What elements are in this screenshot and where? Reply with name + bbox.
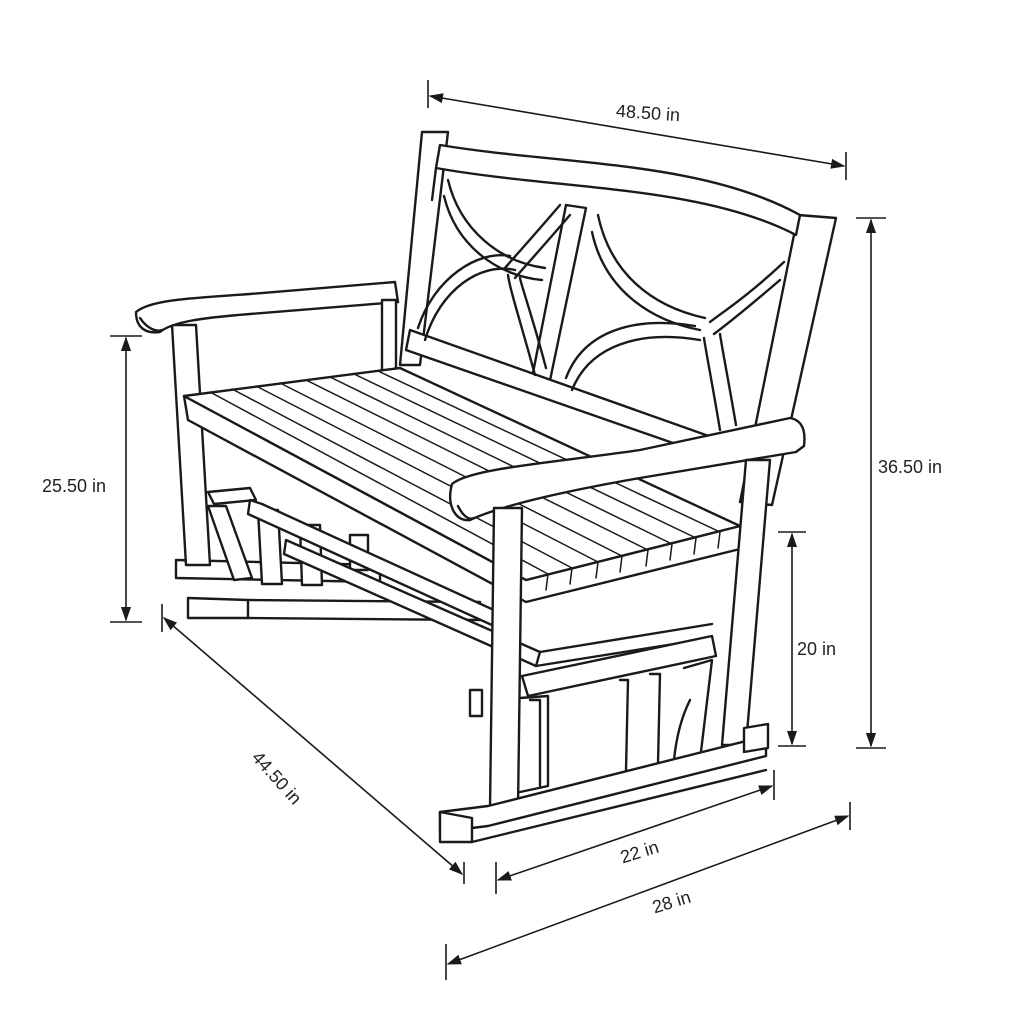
left-back-post (170, 323, 212, 567)
dimension-height (856, 217, 886, 749)
dimension-glider-height (778, 531, 806, 747)
backrest-left-panel-arcs (416, 178, 572, 377)
label-overall-width: 48.50 in (615, 100, 681, 126)
label-overall-height: 36.50 in (878, 457, 943, 477)
dimension-lines (110, 80, 886, 980)
right-rear-post (720, 458, 772, 747)
label-seat-height: 25.50 in (42, 476, 107, 496)
dimension-overall-depth (445, 802, 851, 980)
seat (182, 366, 746, 604)
bench-illustration (134, 130, 838, 844)
dimension-width (427, 80, 847, 180)
right-side-frame (518, 634, 718, 794)
left-armrest (134, 280, 400, 334)
dimension-seat-height (110, 335, 142, 623)
dimension-length (161, 604, 465, 884)
right-armrest (449, 416, 806, 522)
lower-stretcher (246, 498, 714, 668)
backrest-right-panel-arcs (564, 213, 786, 432)
label-glider-height: 20 in (797, 639, 837, 659)
